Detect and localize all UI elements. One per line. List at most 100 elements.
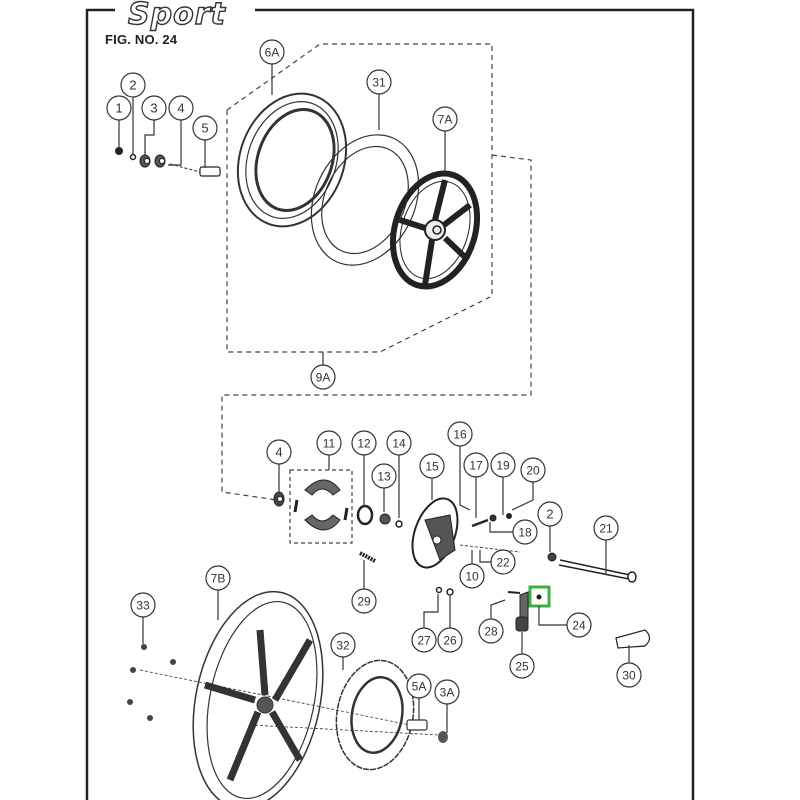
brake-disc-32 <box>335 659 415 771</box>
bearing-3a <box>438 731 448 743</box>
callout-5[interactable]: 5 <box>192 115 218 168</box>
callout-3a[interactable]: 3A <box>434 679 460 733</box>
callout-7b[interactable]: 7B <box>205 565 231 620</box>
callout-21[interactable]: 21 <box>593 515 619 575</box>
callout-3[interactable]: 3 <box>141 95 167 155</box>
callout-bubble <box>192 115 218 141</box>
callout-18[interactable]: 18 <box>489 519 538 545</box>
callout-label: 4 <box>177 101 184 116</box>
callout-33[interactable]: 33 <box>130 592 156 644</box>
callout-26[interactable]: 26 <box>437 596 463 653</box>
callout-29[interactable]: 29 <box>351 560 377 614</box>
callout-label: 2 <box>129 78 136 93</box>
callout-bubble <box>168 95 194 121</box>
callout-bubble <box>616 662 642 688</box>
callout-bubble <box>371 463 397 489</box>
callout-label: 30 <box>622 669 636 683</box>
callout-bubble <box>512 519 538 545</box>
callout-27[interactable]: 27 <box>411 594 439 653</box>
leader-line <box>511 482 534 511</box>
callout-bubble <box>537 501 563 527</box>
brand-logo: Sport <box>120 0 234 33</box>
leader-line <box>459 446 471 511</box>
callout-label: 33 <box>136 599 150 613</box>
callout-label: 31 <box>372 76 386 90</box>
callout-label: 20 <box>526 464 540 478</box>
callout-bubble <box>130 592 156 618</box>
callout-bubble <box>447 421 473 447</box>
callout-label: 13 <box>377 470 391 484</box>
callout-bubble <box>434 679 460 705</box>
callout-bubble <box>432 106 458 132</box>
callout-bubble <box>566 612 592 638</box>
callout-15[interactable]: 15 <box>419 453 445 500</box>
callout-32[interactable]: 32 <box>330 632 356 670</box>
callout-10[interactable]: 10 <box>459 550 485 589</box>
tire-6a <box>236 92 348 228</box>
callout-1[interactable]: 1 <box>106 95 132 148</box>
callout-20[interactable]: 20 <box>511 457 546 511</box>
brake-shoe-group-box <box>289 469 353 544</box>
callout-bubble <box>259 39 285 65</box>
callout-31[interactable]: 31 <box>366 69 392 130</box>
callout-bubble <box>351 430 377 456</box>
callout-2[interactable]: 2 <box>120 72 146 155</box>
leader-line <box>479 550 491 563</box>
callout-label: 32 <box>336 639 350 653</box>
callout-label: 28 <box>484 625 498 639</box>
callout-label: 29 <box>357 595 371 609</box>
callout-label: 12 <box>357 437 371 451</box>
callout-25[interactable]: 25 <box>509 632 535 679</box>
callout-30[interactable]: 30 <box>616 645 642 688</box>
callout-28[interactable]: 28 <box>478 599 506 644</box>
inner-tube-31 <box>310 134 420 266</box>
callout-label: 19 <box>496 459 510 473</box>
callout-label: 6A <box>265 46 280 60</box>
callout-bubble <box>366 69 392 95</box>
callout-bubble <box>330 632 356 658</box>
callout-12[interactable]: 12 <box>351 430 377 506</box>
callout-label: 15 <box>425 460 439 474</box>
callout-label: 4 <box>275 445 282 460</box>
callout-bubble <box>205 565 231 591</box>
callout-bubble <box>411 627 437 653</box>
callout-9a[interactable]: 9A <box>310 364 336 390</box>
callout-22[interactable]: 22 <box>479 549 516 575</box>
callout-label: 5 <box>201 121 208 136</box>
callout-label: 16 <box>453 428 467 442</box>
callout-label: 10 <box>465 570 479 584</box>
leader-line <box>423 594 439 628</box>
leader-line <box>168 120 182 166</box>
callout-16[interactable]: 16 <box>447 421 473 511</box>
leader-line <box>490 599 506 619</box>
callout-6a[interactable]: 6A <box>259 39 285 95</box>
callout-14[interactable]: 14 <box>386 430 412 518</box>
callout-19[interactable]: 19 <box>490 452 516 515</box>
callout-bubble <box>490 452 516 478</box>
callout-bubble <box>310 364 336 390</box>
callout-5a[interactable]: 5A <box>406 673 432 720</box>
page-border <box>85 8 695 800</box>
callout-11[interactable]: 11 <box>316 430 342 470</box>
callout-4[interactable]: 4 <box>168 95 194 166</box>
callout-24[interactable]: 24 <box>538 606 592 638</box>
callout-label: 2 <box>546 507 553 522</box>
callout-bubble <box>463 452 489 478</box>
callout-13[interactable]: 13 <box>371 463 397 512</box>
callout-2[interactable]: 2 <box>537 501 563 552</box>
leader-line <box>144 120 155 155</box>
callout-label: 14 <box>392 437 406 451</box>
callout-4[interactable]: 4 <box>266 439 292 492</box>
callout-bubble <box>386 430 412 456</box>
callout-label: 21 <box>599 522 613 536</box>
rim-7b <box>139 590 441 800</box>
callout-bubble <box>141 95 167 121</box>
callout-17[interactable]: 17 <box>463 452 489 518</box>
callout-label: 11 <box>323 437 336 451</box>
callout-label: 3A <box>440 686 455 700</box>
wheel-assembly-group-box <box>226 43 493 353</box>
callout-bubble <box>351 588 377 614</box>
callout-7a[interactable]: 7A <box>432 106 458 172</box>
callout-bubble <box>459 563 485 589</box>
